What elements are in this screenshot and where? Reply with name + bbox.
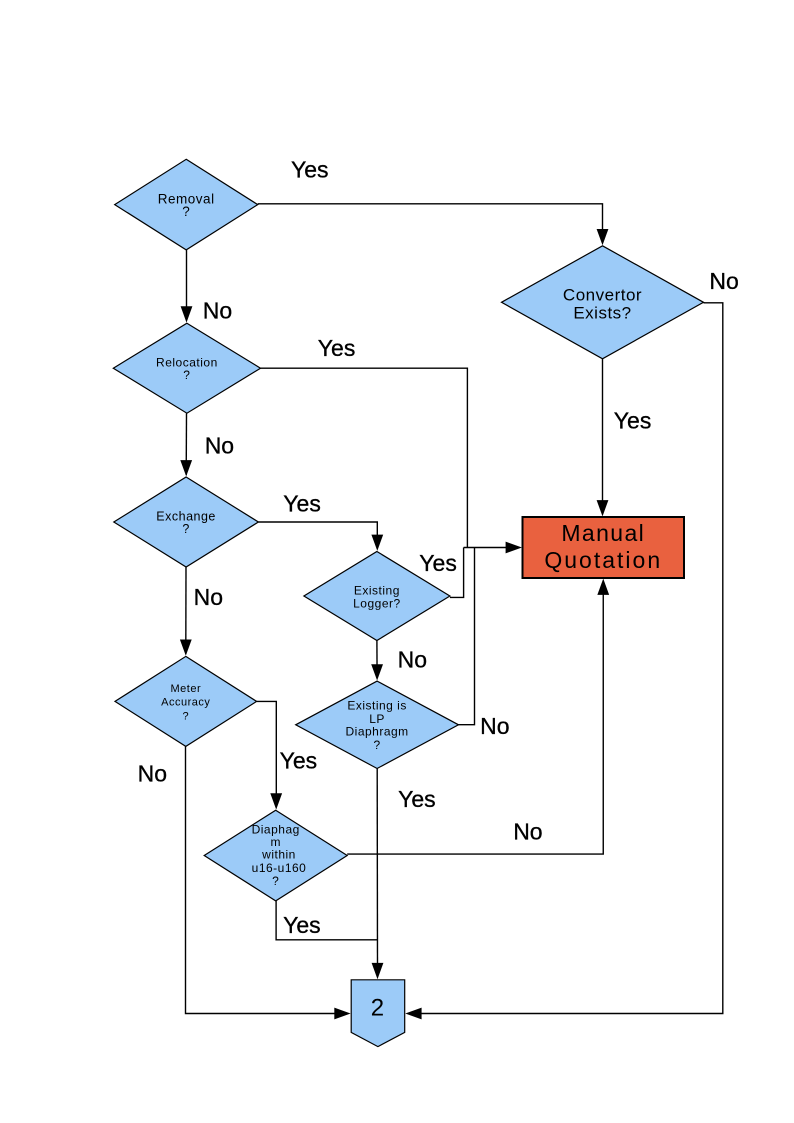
svg-text:Yes: Yes	[280, 747, 318, 773]
svg-text:Yes: Yes	[419, 550, 457, 576]
svg-text:Yes: Yes	[614, 407, 652, 433]
svg-text:Yes: Yes	[283, 491, 321, 517]
svg-text:No: No	[398, 646, 427, 672]
svg-text:No: No	[203, 297, 232, 323]
svg-text:No: No	[194, 584, 223, 610]
svg-text:Existing: Existing	[354, 584, 400, 598]
svg-text:No: No	[138, 761, 167, 787]
svg-text:Manual: Manual	[561, 520, 645, 546]
svg-text:u16-u160: u16-u160	[252, 861, 307, 875]
svg-text:Accuracy: Accuracy	[161, 697, 210, 709]
svg-text:2: 2	[371, 994, 385, 1021]
svg-text:?: ?	[374, 738, 381, 752]
svg-text:No: No	[513, 818, 542, 844]
svg-text:No: No	[480, 713, 509, 739]
svg-text:m: m	[270, 835, 281, 849]
svg-text:No: No	[709, 268, 738, 294]
svg-text:Exchange: Exchange	[156, 509, 216, 523]
svg-text:Exists?: Exists?	[573, 303, 631, 322]
svg-text:Yes: Yes	[291, 157, 329, 183]
svg-text:?: ?	[183, 368, 190, 382]
svg-text:?: ?	[182, 710, 189, 722]
svg-text:Yes: Yes	[398, 786, 436, 812]
svg-text:?: ?	[182, 204, 190, 219]
svg-text:Removal: Removal	[158, 191, 215, 206]
svg-text:Existing is: Existing is	[347, 699, 407, 713]
svg-text:Meter: Meter	[170, 683, 201, 695]
svg-text:within: within	[261, 848, 296, 862]
svg-text:LP: LP	[369, 712, 385, 726]
svg-text:Diaphag: Diaphag	[252, 822, 300, 836]
svg-text:?: ?	[182, 522, 189, 536]
svg-text:Quotation: Quotation	[544, 547, 662, 573]
svg-text:Diaphragm: Diaphragm	[345, 724, 408, 738]
svg-text:Yes: Yes	[318, 335, 356, 361]
svg-text:Logger?: Logger?	[353, 597, 401, 611]
svg-text:Convertor: Convertor	[563, 285, 642, 304]
svg-text:Yes: Yes	[283, 912, 321, 938]
svg-text:No: No	[205, 433, 234, 459]
svg-text:?: ?	[272, 874, 279, 888]
svg-text:Relocation: Relocation	[156, 355, 218, 369]
